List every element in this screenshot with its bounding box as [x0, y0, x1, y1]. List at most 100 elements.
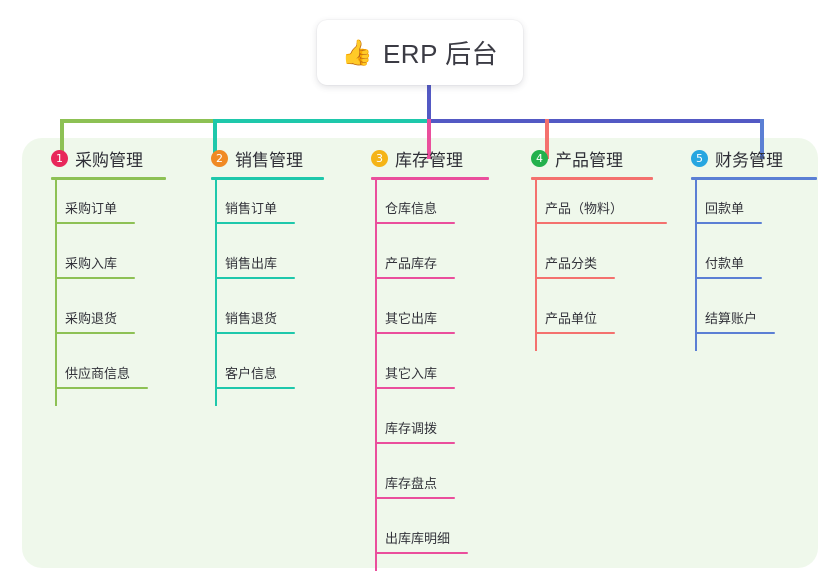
column-5: 5 财务管理回款单付款单结算账户	[673, 146, 823, 365]
leaf-node[interactable]: 产品单位	[513, 310, 673, 365]
column-badge-5: 5	[691, 149, 708, 167]
column-spine-1	[55, 180, 57, 406]
leaf-underline	[695, 222, 762, 224]
root-node[interactable]: 👍 ERP 后台	[317, 20, 523, 85]
column-title-5: 财务管理	[715, 150, 783, 170]
column-header-1[interactable]: 1 采购管理	[33, 146, 183, 170]
leaf-tick	[55, 387, 65, 389]
leaf-tick	[215, 332, 225, 334]
leaf-label: 采购订单	[65, 201, 118, 216]
column-badge-2: 2	[211, 149, 228, 167]
leaf-node[interactable]: 销售退货	[193, 310, 343, 365]
leaf-node[interactable]: 采购入库	[33, 255, 183, 310]
leaf-node[interactable]: 产品库存	[353, 255, 503, 310]
bus-segment-1	[60, 119, 213, 123]
leaf-node[interactable]: 库存盘点	[353, 475, 503, 530]
column-header-2[interactable]: 2 销售管理	[193, 146, 343, 170]
column-header-5[interactable]: 5 财务管理	[673, 146, 823, 170]
leaf-node[interactable]: 结算账户	[673, 310, 823, 365]
leaf-label: 库存盘点	[385, 476, 438, 491]
leaf-label: 产品库存	[385, 256, 438, 271]
leaf-label: 供应商信息	[65, 366, 131, 381]
leaf-tick	[375, 277, 385, 279]
leaf-node[interactable]: 供应商信息	[33, 365, 183, 420]
column-underline-5	[691, 177, 817, 180]
leaf-label: 回款单	[705, 201, 745, 216]
leaf-tick	[535, 332, 545, 334]
thumbs-up-icon: 👍	[341, 38, 373, 67]
leaf-label: 采购入库	[65, 256, 118, 271]
leaf-underline	[695, 332, 775, 334]
leaf-underline	[215, 277, 295, 279]
column-2: 2 销售管理销售订单销售出库销售退货客户信息	[193, 146, 343, 420]
leaf-tick	[55, 277, 65, 279]
drop-connector-3	[427, 119, 431, 159]
leaf-node[interactable]: 回款单	[673, 200, 823, 255]
leaf-node[interactable]: 销售出库	[193, 255, 343, 310]
column-underline-3	[371, 177, 489, 180]
leaf-underline	[55, 222, 135, 224]
column-spine-4	[535, 180, 537, 351]
leaf-node[interactable]: 其它出库	[353, 310, 503, 365]
leaf-underline	[215, 332, 295, 334]
column-badge-3: 3	[371, 149, 388, 167]
leaf-node[interactable]: 采购退货	[33, 310, 183, 365]
column-underline-1	[51, 177, 166, 180]
column-spine-2	[215, 180, 217, 406]
leaf-node[interactable]: 仓库信息	[353, 200, 503, 255]
leaf-node[interactable]: 付款单	[673, 255, 823, 310]
column-title-4: 产品管理	[555, 150, 623, 170]
leaf-label: 其它出库	[385, 311, 438, 326]
leaf-label: 结算账户	[705, 311, 758, 326]
column-children-1: 采购订单采购入库采购退货供应商信息	[33, 180, 183, 420]
leaf-label: 采购退货	[65, 311, 118, 326]
column-children-5: 回款单付款单结算账户	[673, 180, 823, 365]
leaf-node[interactable]: 其它入库	[353, 365, 503, 420]
leaf-node[interactable]: 销售订单	[193, 200, 343, 255]
leaf-tick	[375, 332, 385, 334]
leaf-underline	[375, 277, 455, 279]
leaf-tick	[375, 552, 385, 554]
leaf-tick	[375, 442, 385, 444]
leaf-tick	[695, 332, 705, 334]
leaf-underline	[215, 387, 295, 389]
column-badge-4: 4	[531, 149, 548, 167]
column-header-4[interactable]: 4 产品管理	[513, 146, 673, 170]
leaf-label: 付款单	[705, 256, 745, 271]
column-children-2: 销售订单销售出库销售退货客户信息	[193, 180, 343, 420]
leaf-underline	[695, 277, 762, 279]
leaf-label: 库存调拨	[385, 421, 438, 436]
column-underline-4	[531, 177, 653, 180]
leaf-node[interactable]: 出库库明细	[353, 530, 503, 585]
leaf-tick	[215, 387, 225, 389]
leaf-underline	[535, 222, 667, 224]
leaf-tick	[535, 222, 545, 224]
column-1: 1 采购管理采购订单采购入库采购退货供应商信息	[33, 146, 183, 420]
column-title-2: 销售管理	[235, 150, 303, 170]
leaf-underline	[375, 497, 455, 499]
leaf-label: 其它入库	[385, 366, 438, 381]
column-4: 4 产品管理产品（物料）产品分类产品单位	[513, 146, 673, 365]
leaf-tick	[695, 222, 705, 224]
leaf-node[interactable]: 客户信息	[193, 365, 343, 420]
leaf-tick	[215, 222, 225, 224]
leaf-node[interactable]: 采购订单	[33, 200, 183, 255]
leaf-underline	[375, 222, 455, 224]
leaf-node[interactable]: 产品（物料）	[513, 200, 673, 255]
leaf-underline	[55, 277, 135, 279]
leaf-underline	[535, 277, 615, 279]
root-node-content: 👍 ERP 后台	[342, 34, 498, 71]
leaf-node[interactable]: 产品分类	[513, 255, 673, 310]
leaf-label: 产品分类	[545, 256, 598, 271]
drop-connector-5	[760, 119, 764, 159]
leaf-node[interactable]: 库存调拨	[353, 420, 503, 475]
column-badge-1: 1	[51, 149, 68, 167]
leaf-label: 产品单位	[545, 311, 598, 326]
leaf-underline	[375, 552, 468, 554]
column-title-1: 采购管理	[75, 150, 143, 170]
column-children-4: 产品（物料）产品分类产品单位	[513, 180, 673, 365]
drop-connector-2	[213, 119, 217, 159]
